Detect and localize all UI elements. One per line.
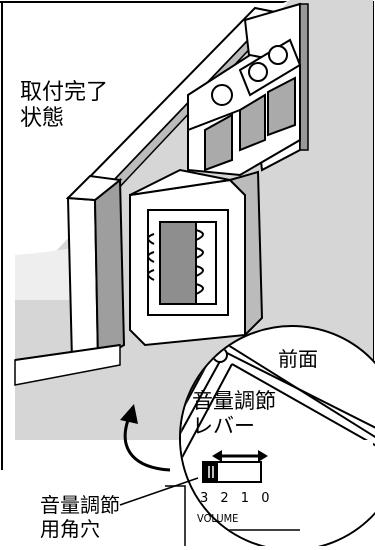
terminal-blocks xyxy=(187,38,302,177)
volume-lever xyxy=(202,461,262,483)
install-complete-label: 取付完了 状態 xyxy=(20,80,109,131)
volume-lever-label: 音量調節 レバー xyxy=(192,389,276,438)
volume-scale: 3 2 1 0 xyxy=(200,491,274,506)
double-arrow-icon xyxy=(212,450,268,462)
front-label: 前面 xyxy=(278,347,318,371)
volume-caption: VOLUME xyxy=(197,512,239,525)
mounting-rail-upright xyxy=(66,196,100,361)
curved-arrow-icon xyxy=(123,419,171,472)
leader-line-hole xyxy=(119,477,199,506)
volume-hole-label: 音量調節 用角穴 xyxy=(40,493,120,541)
transformer xyxy=(129,168,264,347)
